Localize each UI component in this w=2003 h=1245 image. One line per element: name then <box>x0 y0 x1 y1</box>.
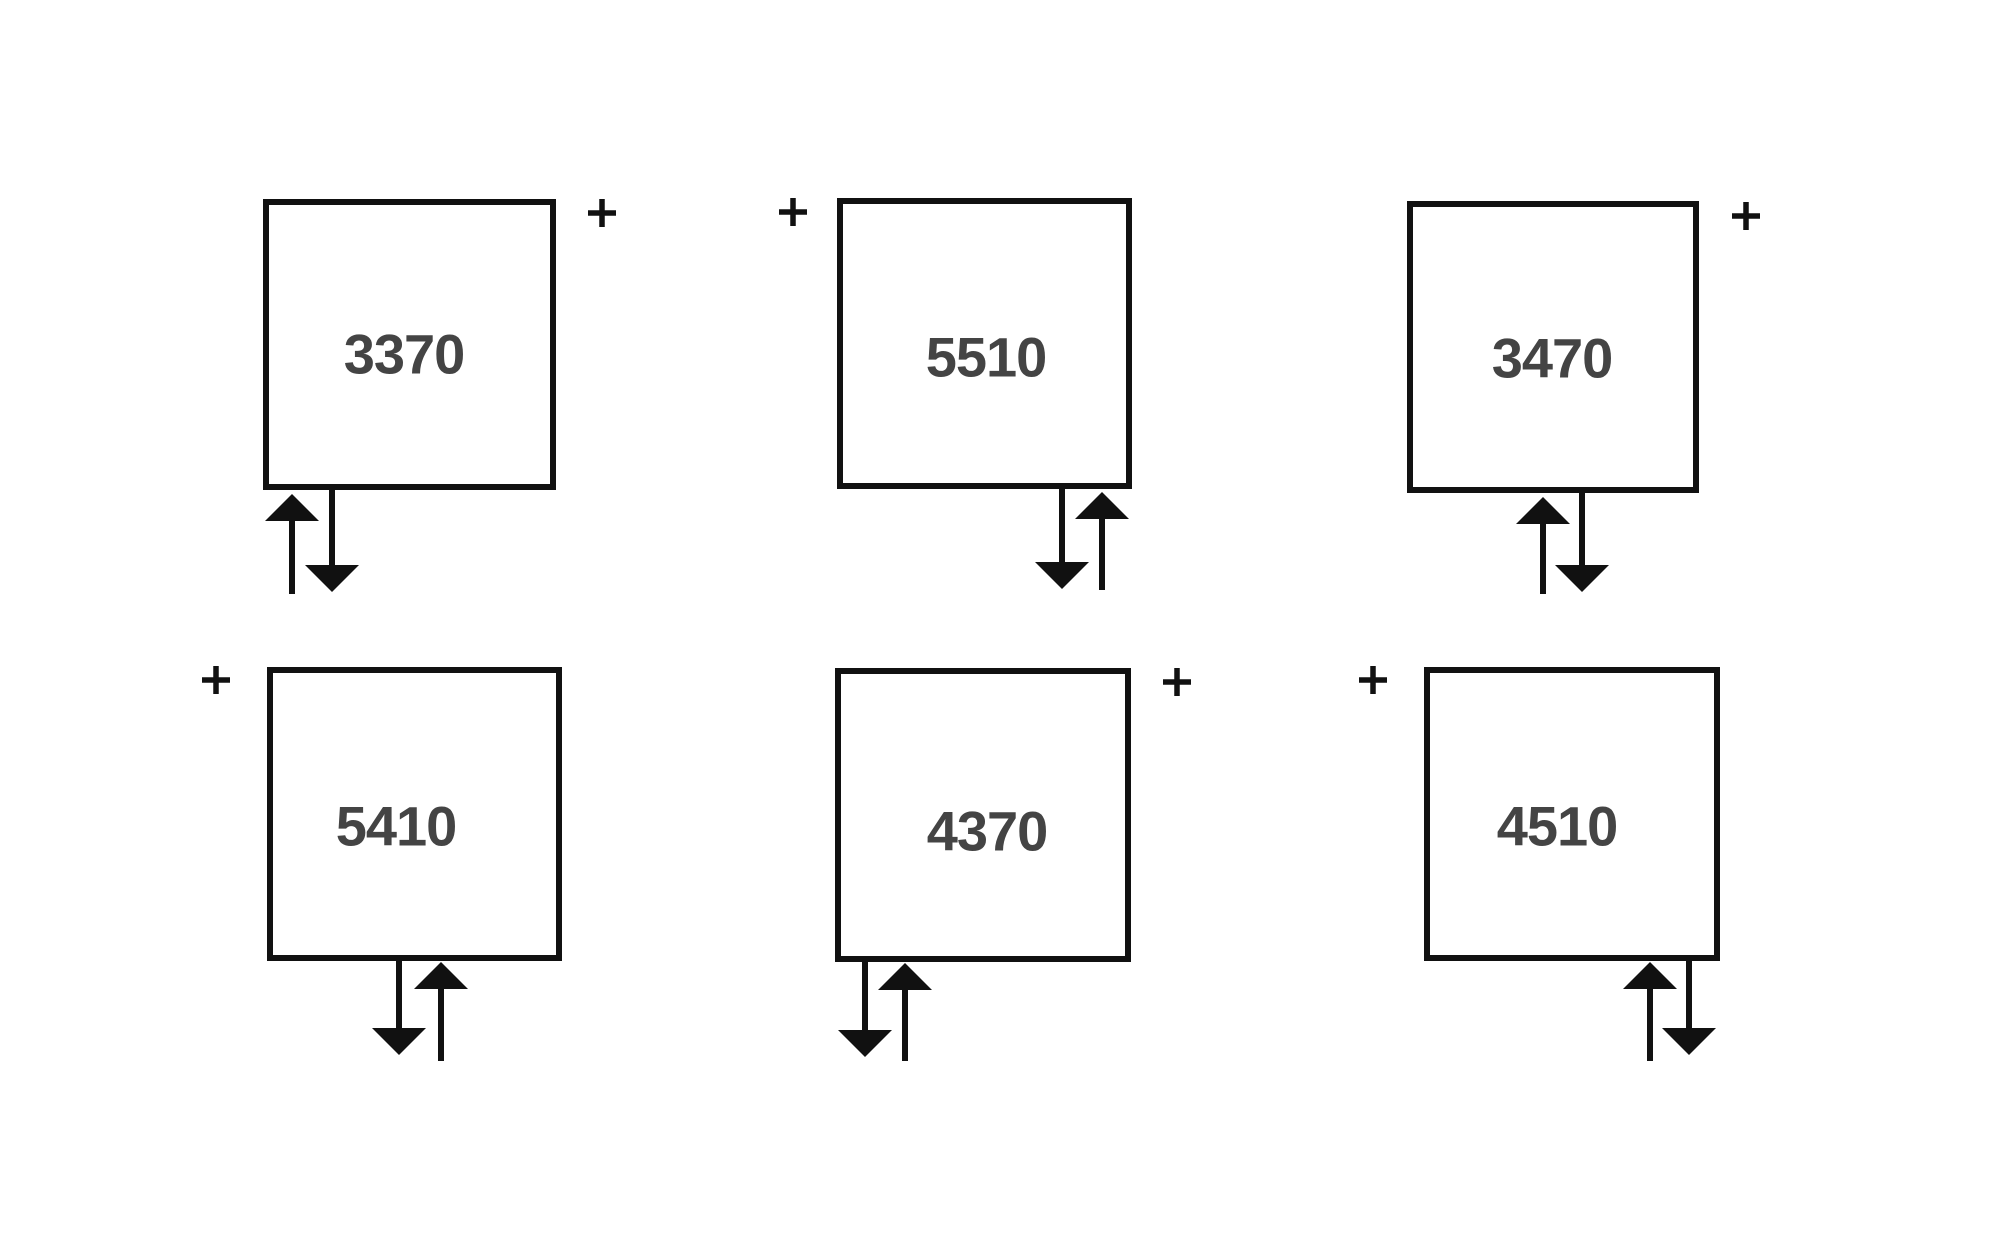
unit-box-2-frame <box>837 198 1132 489</box>
unit-box-6-frame <box>1424 667 1720 961</box>
up-arrow-icon <box>265 494 319 594</box>
unit-box-1-frame <box>263 199 556 490</box>
up-arrow-icon <box>1623 962 1677 1061</box>
unit-box-5-frame <box>835 668 1131 962</box>
unit-box-1-label: 3370 <box>344 323 465 386</box>
unit-box-2-label: 5510 <box>926 326 1047 389</box>
plus-icon <box>1359 666 1387 694</box>
plus-icon <box>1163 668 1191 696</box>
unit-box-4: 5410 <box>202 666 562 1061</box>
unit-box-4-frame <box>267 667 562 961</box>
unit-box-6-label: 4510 <box>1497 795 1618 858</box>
unit-box-3-label: 3470 <box>1492 327 1613 390</box>
up-arrow-icon <box>414 962 468 1061</box>
unit-box-5-label: 4370 <box>927 800 1048 863</box>
up-arrow-icon <box>1075 492 1129 590</box>
unit-box-5: 4370 <box>835 668 1191 1061</box>
down-arrow-icon <box>1035 489 1089 589</box>
unit-box-4-label: 5410 <box>336 795 457 858</box>
down-arrow-icon <box>372 961 426 1055</box>
unit-box-3: 3470 <box>1407 201 1760 594</box>
plus-icon <box>588 199 616 227</box>
down-arrow-icon <box>305 489 359 592</box>
up-arrow-icon <box>878 963 932 1061</box>
unit-box-3-frame <box>1407 201 1699 493</box>
plus-icon <box>1732 202 1760 230</box>
unit-box-2: 5510 <box>779 198 1132 590</box>
unit-box-1: 3370 <box>263 199 616 594</box>
unit-box-6: 4510 <box>1359 666 1720 1061</box>
plus-icon <box>202 666 230 694</box>
plus-icon <box>779 198 807 226</box>
down-arrow-icon <box>1555 492 1609 592</box>
down-arrow-icon <box>1662 961 1716 1055</box>
up-arrow-icon <box>1516 497 1570 594</box>
down-arrow-icon <box>838 962 892 1057</box>
